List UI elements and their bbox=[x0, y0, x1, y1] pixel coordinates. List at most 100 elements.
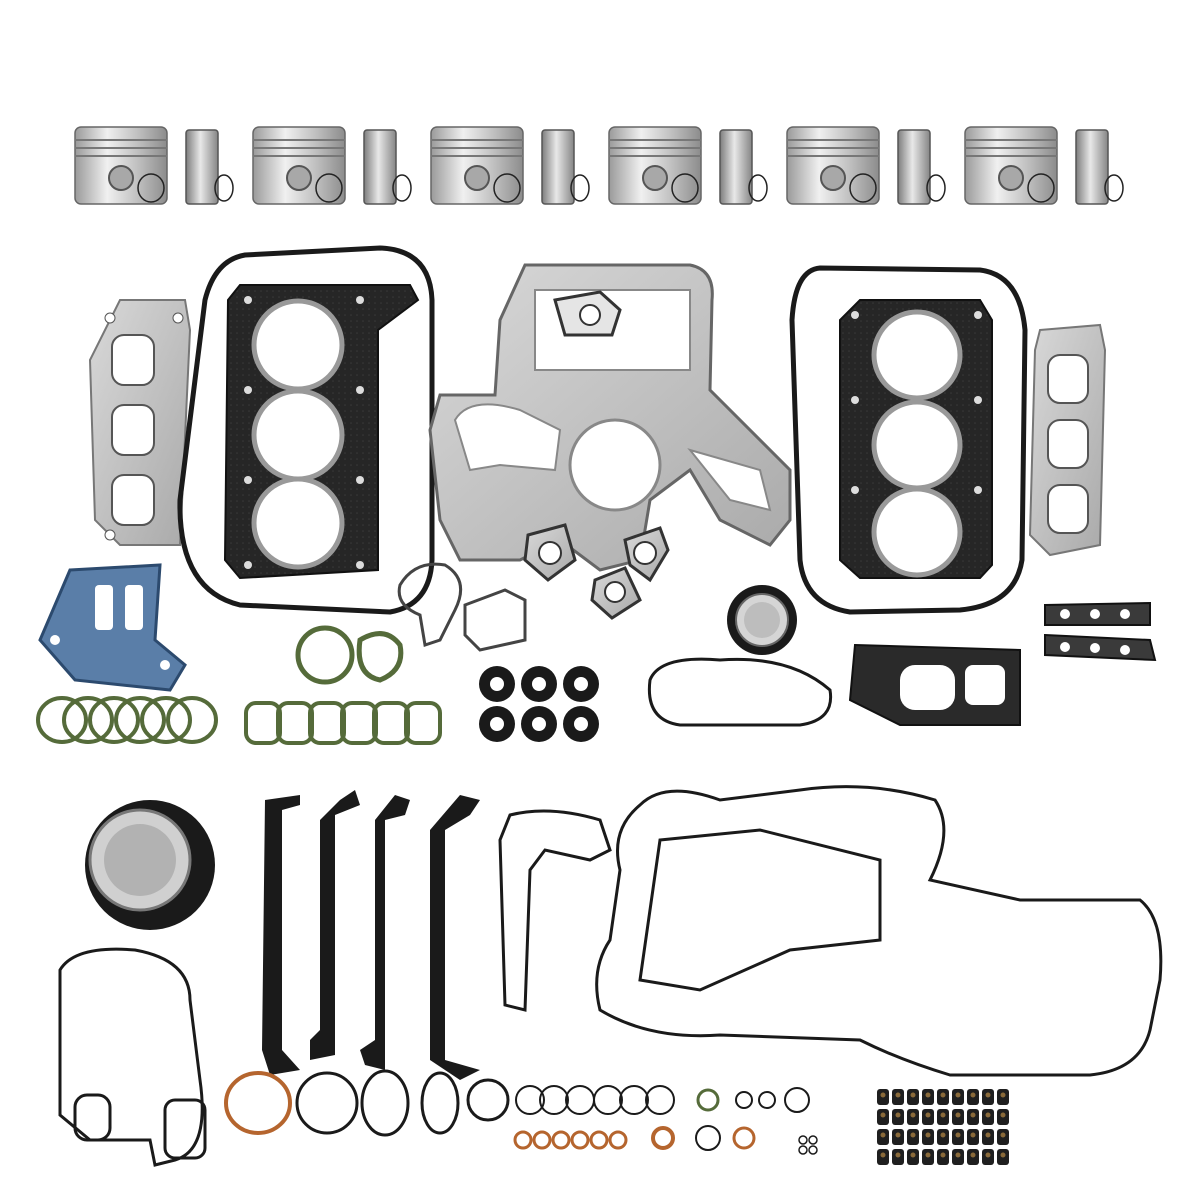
valve-stem-seal bbox=[967, 1089, 979, 1105]
piston-pin-3 bbox=[541, 129, 590, 205]
piston-pin-4 bbox=[719, 129, 768, 205]
copper-washer bbox=[532, 1130, 552, 1150]
o-ring bbox=[696, 1088, 720, 1112]
o-ring bbox=[515, 1085, 545, 1115]
oil-pump-gasket bbox=[498, 809, 612, 1012]
cylinder-head-gasket-right bbox=[839, 299, 993, 579]
valve-stem-seal bbox=[907, 1149, 919, 1165]
valve-stem-seal bbox=[907, 1109, 919, 1125]
copper-washer bbox=[570, 1130, 590, 1150]
piston-row bbox=[74, 126, 1124, 205]
copper-washer bbox=[589, 1130, 609, 1150]
valve-stem-seal bbox=[892, 1149, 904, 1165]
valve-stem-seal bbox=[937, 1149, 949, 1165]
oil-pan-gasket-large bbox=[595, 785, 1163, 1077]
valve-stem-seal bbox=[877, 1129, 889, 1145]
micro-o-ring bbox=[808, 1135, 818, 1145]
green-rings-pair bbox=[295, 625, 404, 685]
valve-stem-seal bbox=[982, 1129, 994, 1145]
valve-stem-seal bbox=[982, 1089, 994, 1105]
o-ring bbox=[295, 1071, 359, 1135]
blue-coolant-gasket bbox=[38, 563, 187, 692]
injector-seal bbox=[563, 706, 599, 742]
piston-4 bbox=[608, 126, 702, 205]
valve-cover-gasket-right bbox=[789, 265, 1028, 615]
valve-stem-seal bbox=[892, 1109, 904, 1125]
o-ring-set bbox=[224, 1069, 810, 1151]
intake-port-gaskets-small bbox=[1044, 601, 1157, 662]
injector-seal bbox=[479, 706, 515, 742]
injector-seal bbox=[521, 666, 557, 702]
cylinder-head-gasket-left bbox=[223, 284, 420, 580]
injector-seal bbox=[563, 666, 599, 702]
oil-filter-gasket-large bbox=[58, 947, 207, 1167]
green-o-ring bbox=[62, 696, 114, 744]
valve-stem-seal bbox=[997, 1109, 1009, 1125]
valve-stem-seal bbox=[922, 1129, 934, 1145]
timing-cover-gasket bbox=[428, 263, 792, 572]
valve-stem-seals bbox=[877, 1089, 1009, 1165]
oil-filter-housing-gaskets bbox=[397, 562, 527, 652]
piston-6 bbox=[964, 126, 1058, 205]
piston-pin-1 bbox=[185, 129, 234, 205]
micro-o-ring bbox=[798, 1135, 808, 1145]
green-seal-rings-square bbox=[244, 701, 442, 745]
o-ring bbox=[695, 1125, 721, 1151]
piston-1 bbox=[74, 126, 168, 205]
copper-washer bbox=[608, 1130, 628, 1150]
green-seal-ring bbox=[404, 701, 442, 745]
o-ring bbox=[565, 1085, 595, 1115]
valve-stem-seal bbox=[952, 1109, 964, 1125]
o-ring bbox=[619, 1085, 649, 1115]
piston-5 bbox=[786, 126, 880, 205]
micro-o-ring bbox=[808, 1145, 818, 1155]
copper-washer bbox=[551, 1130, 571, 1150]
valve-stem-seal bbox=[952, 1129, 964, 1145]
green-seal-ring bbox=[308, 701, 346, 745]
o-ring bbox=[360, 1069, 410, 1137]
o-ring bbox=[645, 1085, 675, 1115]
valve-stem-seal bbox=[967, 1109, 979, 1125]
crankshaft-seal-rear bbox=[85, 800, 215, 930]
valve-stem-seal bbox=[937, 1109, 949, 1125]
exhaust-manifold-gasket-left bbox=[88, 299, 192, 546]
copper-washer bbox=[513, 1130, 533, 1150]
o-ring bbox=[224, 1071, 292, 1135]
valve-stem-seal bbox=[907, 1089, 919, 1105]
valve-stem-seal bbox=[922, 1109, 934, 1125]
o-ring bbox=[735, 1091, 753, 1109]
valve-stem-seal bbox=[877, 1149, 889, 1165]
valve-stem-seal bbox=[967, 1129, 979, 1145]
exhaust-manifold-gasket-right bbox=[1028, 323, 1107, 557]
micro-o-ring bbox=[798, 1145, 808, 1155]
valve-stem-seal bbox=[892, 1129, 904, 1145]
valve-stem-seal bbox=[922, 1089, 934, 1105]
piston-3 bbox=[430, 126, 524, 205]
valve-stem-seal bbox=[982, 1149, 994, 1165]
piston-pin-6 bbox=[1075, 129, 1124, 205]
green-seal-ring bbox=[244, 701, 282, 745]
green-o-ring bbox=[166, 696, 218, 744]
green-o-ring bbox=[140, 696, 192, 744]
valve-stem-seal bbox=[877, 1089, 889, 1105]
green-o-ring bbox=[114, 696, 166, 744]
o-ring bbox=[593, 1085, 623, 1115]
injector-seal bbox=[521, 706, 557, 742]
crankshaft-seal-front bbox=[727, 585, 797, 655]
piston-pin-5 bbox=[897, 129, 946, 205]
valve-stem-seal bbox=[997, 1149, 1009, 1165]
green-o-ring bbox=[88, 696, 140, 744]
valve-stem-seal bbox=[997, 1129, 1009, 1145]
green-o-ring bbox=[36, 696, 88, 744]
o-ring bbox=[732, 1126, 756, 1150]
valve-stem-seal bbox=[922, 1149, 934, 1165]
o-ring bbox=[784, 1087, 810, 1113]
copper-washer bbox=[651, 1126, 675, 1150]
valve-stem-seal bbox=[892, 1089, 904, 1105]
copper-washers bbox=[513, 1126, 818, 1155]
valve-cover-side-gaskets bbox=[262, 790, 480, 1080]
valve-stem-seal bbox=[952, 1089, 964, 1105]
green-seal-ring bbox=[340, 701, 378, 745]
